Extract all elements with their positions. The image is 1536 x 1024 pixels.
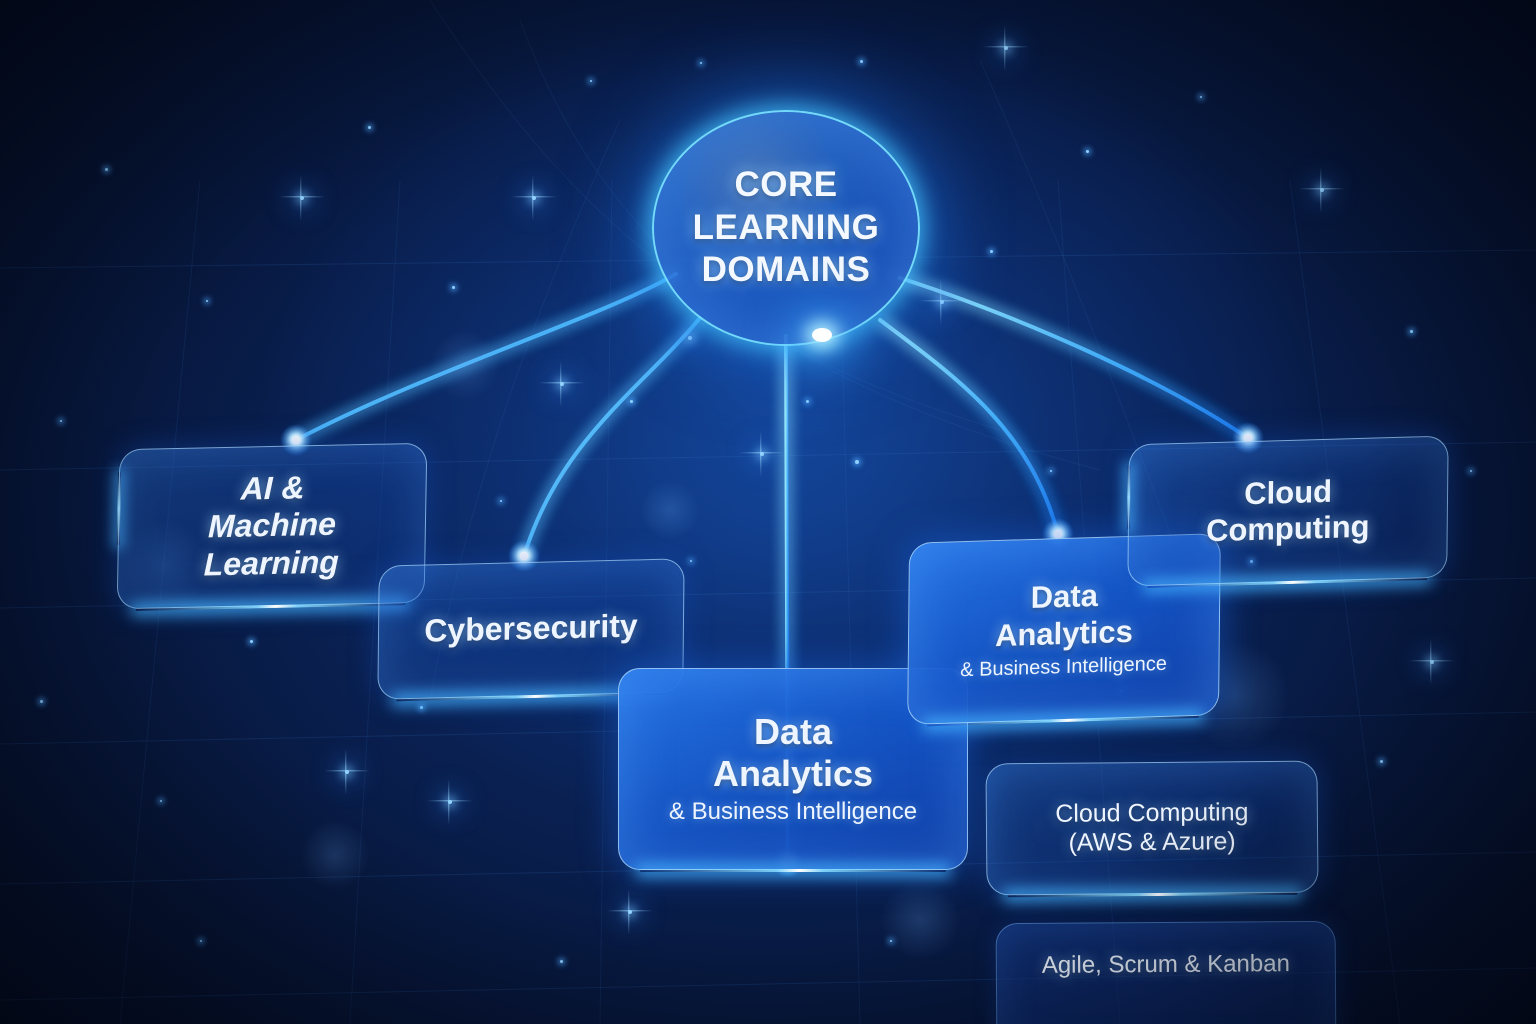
center-label-line3: DOMAINS: [701, 250, 871, 290]
node-subtitle: & Business Intelligence: [668, 798, 918, 826]
node-bottom-glow: [639, 869, 947, 872]
node-label-line2: Machine: [207, 505, 337, 545]
node-edge-glow: [1126, 464, 1131, 530]
node-label: Agile, Scrum & Kanban: [1041, 950, 1290, 979]
core-connection-hotspot: [812, 328, 832, 342]
node-label-line1: Cloud Computing: [1055, 797, 1249, 828]
center-label-line1: CORE: [734, 164, 838, 204]
node-agile-scrum-kanban[interactable]: Agile, Scrum & Kanban: [995, 920, 1337, 1024]
center-node-label: CORE LEARNING DOMAINS: [693, 164, 880, 292]
node-label-line2: (AWS & Azure): [1068, 827, 1236, 857]
node-label-line3: Learning: [203, 543, 340, 583]
node-label-line1: Data: [753, 710, 833, 752]
center-label-line2: LEARNING: [692, 207, 880, 247]
node-label-line1: AI &: [240, 469, 305, 507]
node-cloud-computing-aws-azure[interactable]: Cloud Computing (AWS & Azure): [985, 760, 1319, 898]
node-label: Cybersecurity: [424, 607, 638, 649]
node-label-line1: Data: [1030, 578, 1099, 616]
node-edge-glow: [116, 472, 122, 546]
node-label-line1: Cloud: [1244, 473, 1333, 511]
node-label-line2: Analytics: [994, 613, 1134, 653]
center-node-core-learning-domains[interactable]: CORE LEARNING DOMAINS: [652, 110, 920, 346]
node-subtitle: & Business Intelligence: [960, 652, 1168, 682]
node-label-line2: Analytics: [712, 753, 874, 795]
node-cloud-computing[interactable]: Cloud Computing: [1126, 435, 1449, 588]
node-label-line2: Computing: [1205, 508, 1370, 549]
